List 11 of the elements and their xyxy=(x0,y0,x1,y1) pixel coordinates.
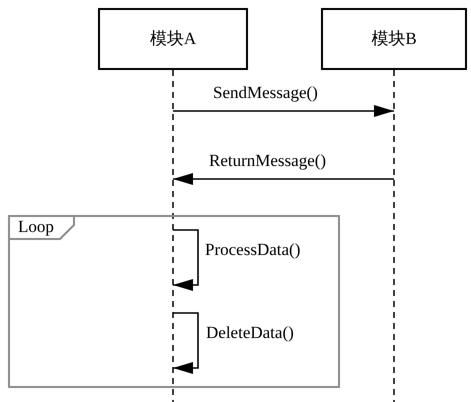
edge-label: ReturnMessage() xyxy=(209,151,326,171)
participant-name: 模块B xyxy=(371,28,417,50)
edge-label: DeleteData() xyxy=(206,323,294,343)
message-arrow xyxy=(173,105,394,117)
edge-label: SendMessage() xyxy=(213,83,318,103)
fragment-label: Loop xyxy=(18,217,54,237)
edge-label: ProcessData() xyxy=(205,240,300,260)
message-arrow xyxy=(173,229,199,291)
message-arrow xyxy=(173,312,199,374)
message-arrow xyxy=(173,173,394,185)
participant-name: 模块A xyxy=(150,28,196,50)
